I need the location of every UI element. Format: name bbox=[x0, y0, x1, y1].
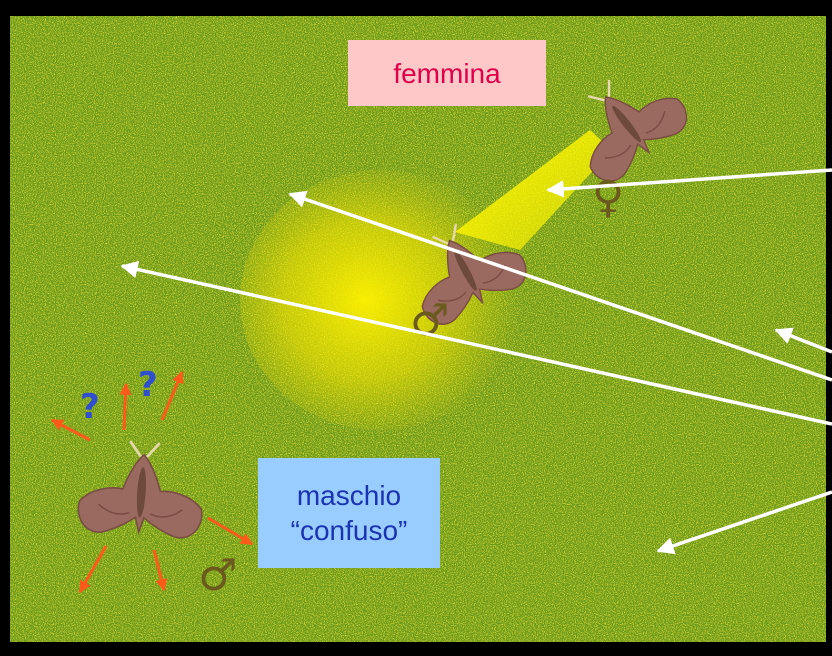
question-mark-icon: ? bbox=[138, 365, 158, 405]
question-mark-icon: ? bbox=[80, 387, 100, 427]
female-label-text: femmina bbox=[393, 56, 500, 91]
male-label-line1: maschio bbox=[297, 478, 401, 513]
female-small-symbol: ♀ bbox=[592, 172, 624, 223]
confused-male-label: maschio “confuso” bbox=[258, 458, 440, 568]
male-label-line2: “confuso” bbox=[291, 513, 408, 548]
female-label: femmina bbox=[348, 40, 546, 106]
male-symbol-confused: ♂ bbox=[198, 550, 237, 601]
